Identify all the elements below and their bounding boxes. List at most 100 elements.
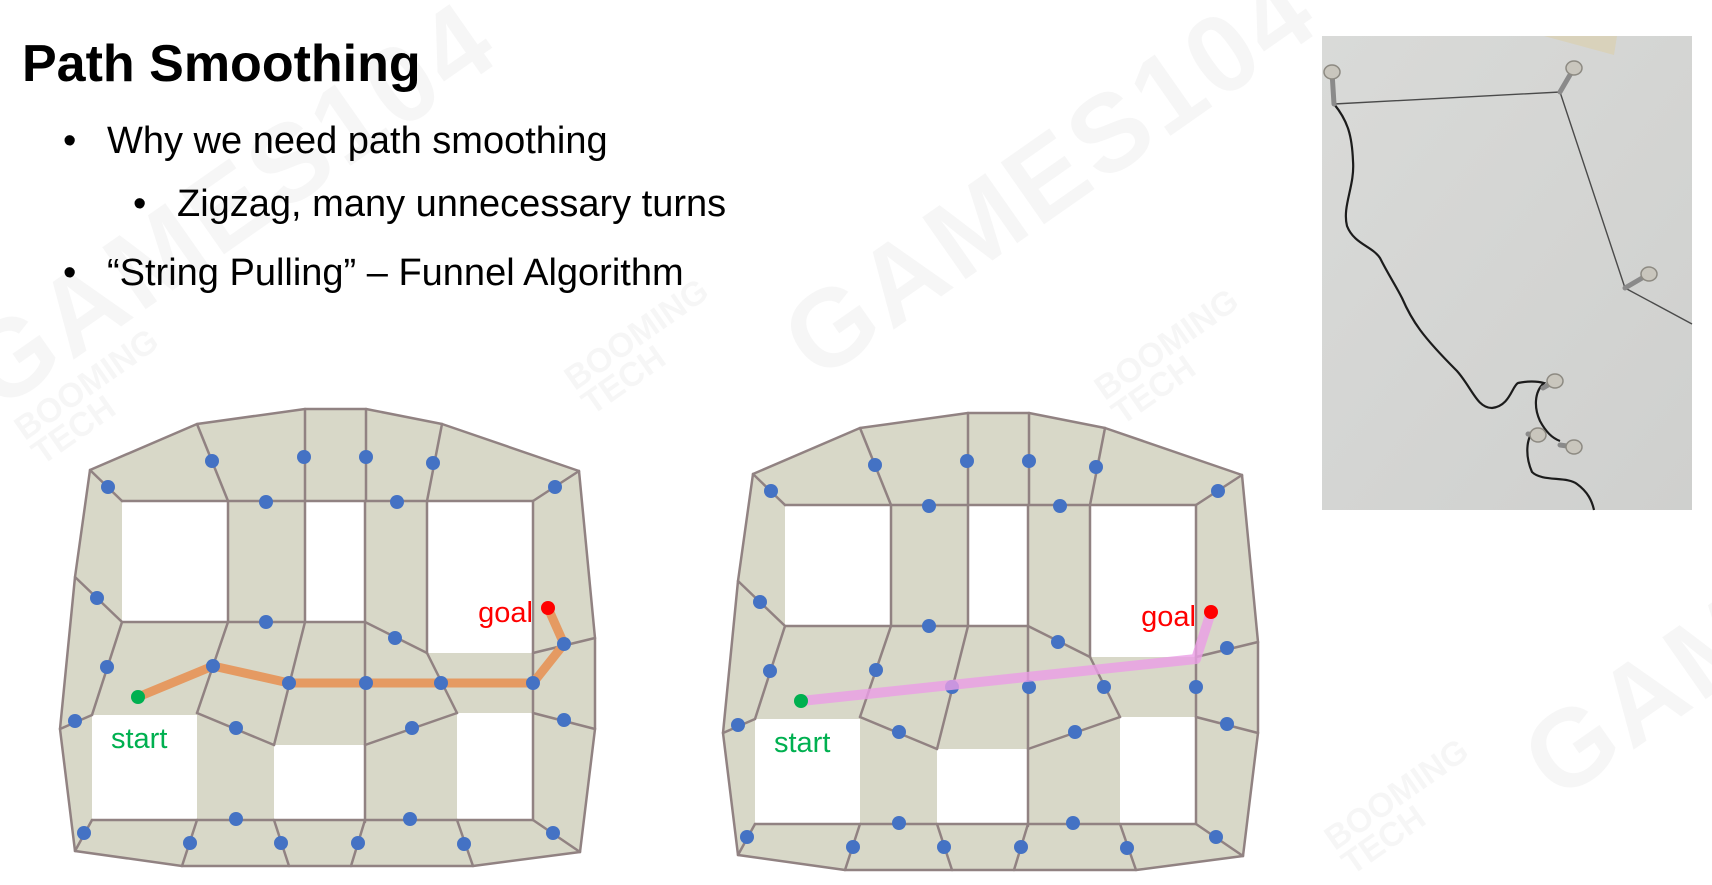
portal-node <box>351 836 365 850</box>
slide-title: Path Smoothing <box>22 35 421 93</box>
nail-head <box>1323 64 1341 80</box>
string-pulling-photo <box>1322 36 1693 511</box>
nail-head <box>1565 439 1583 455</box>
portal-node <box>546 826 560 840</box>
bullet-dot: • <box>63 252 77 294</box>
portal-node <box>77 826 91 840</box>
path-line <box>796 607 1216 706</box>
portal-node <box>206 659 220 673</box>
portal-node <box>892 725 906 739</box>
portal-node <box>1066 816 1080 830</box>
portal-node <box>764 484 778 498</box>
obstacle-hole <box>755 719 860 824</box>
portal-node <box>868 458 882 472</box>
bullet-item: • Why we need path smoothing <box>63 119 608 163</box>
bullet-text: Zigzag, many unnecessary turns <box>177 183 727 225</box>
start-point <box>131 690 145 704</box>
start-label: start <box>111 723 167 755</box>
portal-node <box>434 676 448 690</box>
portal-node <box>869 663 883 677</box>
obstacle-hole <box>1120 717 1196 824</box>
portal-node <box>548 480 562 494</box>
nail-head <box>1640 266 1658 282</box>
bullet-text: Why we need path smoothing <box>107 120 608 162</box>
portal-node <box>1220 641 1234 655</box>
obstacle-hole <box>785 505 891 626</box>
obstacle-hole <box>457 713 533 820</box>
portal-node <box>457 837 471 851</box>
obstacle-hole <box>1090 505 1196 657</box>
tape-scrap <box>1544 36 1617 55</box>
portal-node <box>846 840 860 854</box>
portal-node <box>731 718 745 732</box>
path-line <box>133 603 569 702</box>
bullet-text: “String Pulling” – Funnel Algorithm <box>107 252 684 294</box>
portal-node <box>90 591 104 605</box>
portal-node <box>229 812 243 826</box>
portal-node <box>1022 680 1036 694</box>
portal-node <box>1209 830 1223 844</box>
portal-node <box>892 816 906 830</box>
goal-point <box>1204 605 1218 619</box>
portal-node <box>390 495 404 509</box>
portal-node <box>359 676 373 690</box>
nail-head <box>1565 60 1583 76</box>
goal-label: goal <box>1141 601 1196 633</box>
slack-string <box>1333 103 1596 511</box>
portal-node <box>960 454 974 468</box>
portal-node <box>1189 680 1203 694</box>
portal-node <box>1089 460 1103 474</box>
portal-node <box>763 664 777 678</box>
portal-node <box>68 714 82 728</box>
portal-node <box>274 836 288 850</box>
portal-node <box>183 836 197 850</box>
obstacle-hole <box>92 715 197 820</box>
portal-node <box>1220 717 1234 731</box>
portal-node <box>426 456 440 470</box>
portal-node <box>259 495 273 509</box>
sub-bullet-item: • Zigzag, many unnecessary turns <box>133 182 727 226</box>
portal-node <box>205 454 219 468</box>
portal-node <box>740 830 754 844</box>
portal-node <box>557 713 571 727</box>
obstacle-hole <box>274 745 365 820</box>
portal-node <box>259 615 273 629</box>
portal-node <box>1097 680 1111 694</box>
obstacle-hole <box>427 501 533 653</box>
portal-node <box>922 499 936 513</box>
obstacle-hole <box>305 501 365 622</box>
portal-node <box>403 812 417 826</box>
portal-node <box>1051 635 1065 649</box>
bullet-dot: • <box>133 183 147 225</box>
nail-head <box>1529 427 1547 443</box>
portal-node <box>1120 841 1134 855</box>
portal-node <box>922 619 936 633</box>
bullet-item: • “String Pulling” – Funnel Algorithm <box>63 251 684 295</box>
nail-head <box>1546 373 1564 389</box>
portal-node <box>937 840 951 854</box>
start-point <box>794 694 808 708</box>
portal-node <box>100 660 114 674</box>
portal-node <box>1022 454 1036 468</box>
goal-point <box>541 601 555 615</box>
portal-node <box>753 595 767 609</box>
obstacle-hole <box>122 501 228 622</box>
obstacle-hole <box>937 749 1028 824</box>
obstacle-hole <box>968 505 1028 626</box>
portal-node <box>526 676 540 690</box>
nails <box>1323 60 1658 455</box>
bullet-dot: • <box>63 120 77 162</box>
navmesh-diagram-smoothed: start goal <box>721 411 1260 872</box>
portal-node <box>101 480 115 494</box>
portal-node <box>1053 499 1067 513</box>
portal-node <box>557 637 571 651</box>
portal-node <box>359 450 373 464</box>
portal-node <box>297 450 311 464</box>
taut-string <box>1333 91 1693 325</box>
start-label: start <box>774 727 830 759</box>
portal-node <box>405 721 419 735</box>
portal-node <box>388 631 402 645</box>
portal-node <box>282 676 296 690</box>
